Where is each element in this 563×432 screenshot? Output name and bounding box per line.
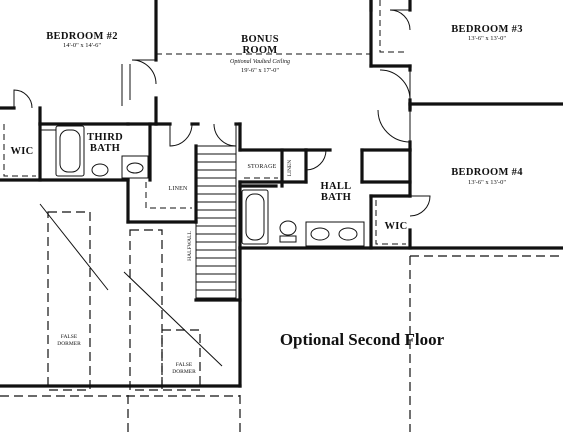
plan-title: Optional Second Floor (280, 330, 445, 349)
staircase (195, 145, 237, 301)
bedroom3-name: BEDROOM #3 (451, 24, 523, 35)
bonus-dims: 19'-6" x 17'-0" (241, 67, 279, 74)
fixtures (55, 125, 365, 247)
bedroom3-dims: 13'-6" x 13'-0" (468, 35, 506, 42)
wic-right-label: WIC (384, 221, 407, 232)
bonus-name-line2: ROOM (242, 45, 277, 56)
bedroom4-name: BEDROOM #4 (451, 167, 523, 178)
wic-left-label: WIC (10, 146, 33, 157)
bonus-note: Optional Vaulted Ceiling (230, 59, 290, 65)
room-labels: BEDROOM #2 14'-0" x 14'-6" BONUS ROOM Op… (10, 24, 523, 375)
hall-bath-toilet (279, 220, 297, 236)
walls (0, 0, 563, 388)
false-dormer-left-line2: DORMER (57, 341, 81, 347)
false-dormer-right-line2: DORMER (172, 369, 196, 375)
hall-bath-line1: HALL (321, 181, 352, 192)
third-bath-line2: BATH (90, 143, 120, 154)
halfwall-label: HALFWALL (187, 231, 193, 261)
bonus-name-line1: BONUS (241, 34, 279, 45)
false-dormer-right-line1: FALSE (176, 362, 193, 368)
door-swings (13, 9, 431, 248)
third-bath-line1: THIRD (87, 132, 123, 143)
bedroom4-dims: 13'-6" x 13'-0" (468, 179, 506, 186)
linen-right-label: LINEN (287, 160, 293, 177)
bedroom2-dims: 14'-0" x 14'-6" (63, 42, 101, 49)
storage-label: STORAGE (248, 164, 277, 170)
hall-bath-line2: BATH (321, 192, 351, 203)
third-bath-toilet (91, 163, 109, 177)
false-dormer-left-line1: FALSE (61, 334, 78, 340)
linen-left-label: LINEN (169, 186, 188, 192)
bedroom2-name: BEDROOM #2 (46, 31, 118, 42)
